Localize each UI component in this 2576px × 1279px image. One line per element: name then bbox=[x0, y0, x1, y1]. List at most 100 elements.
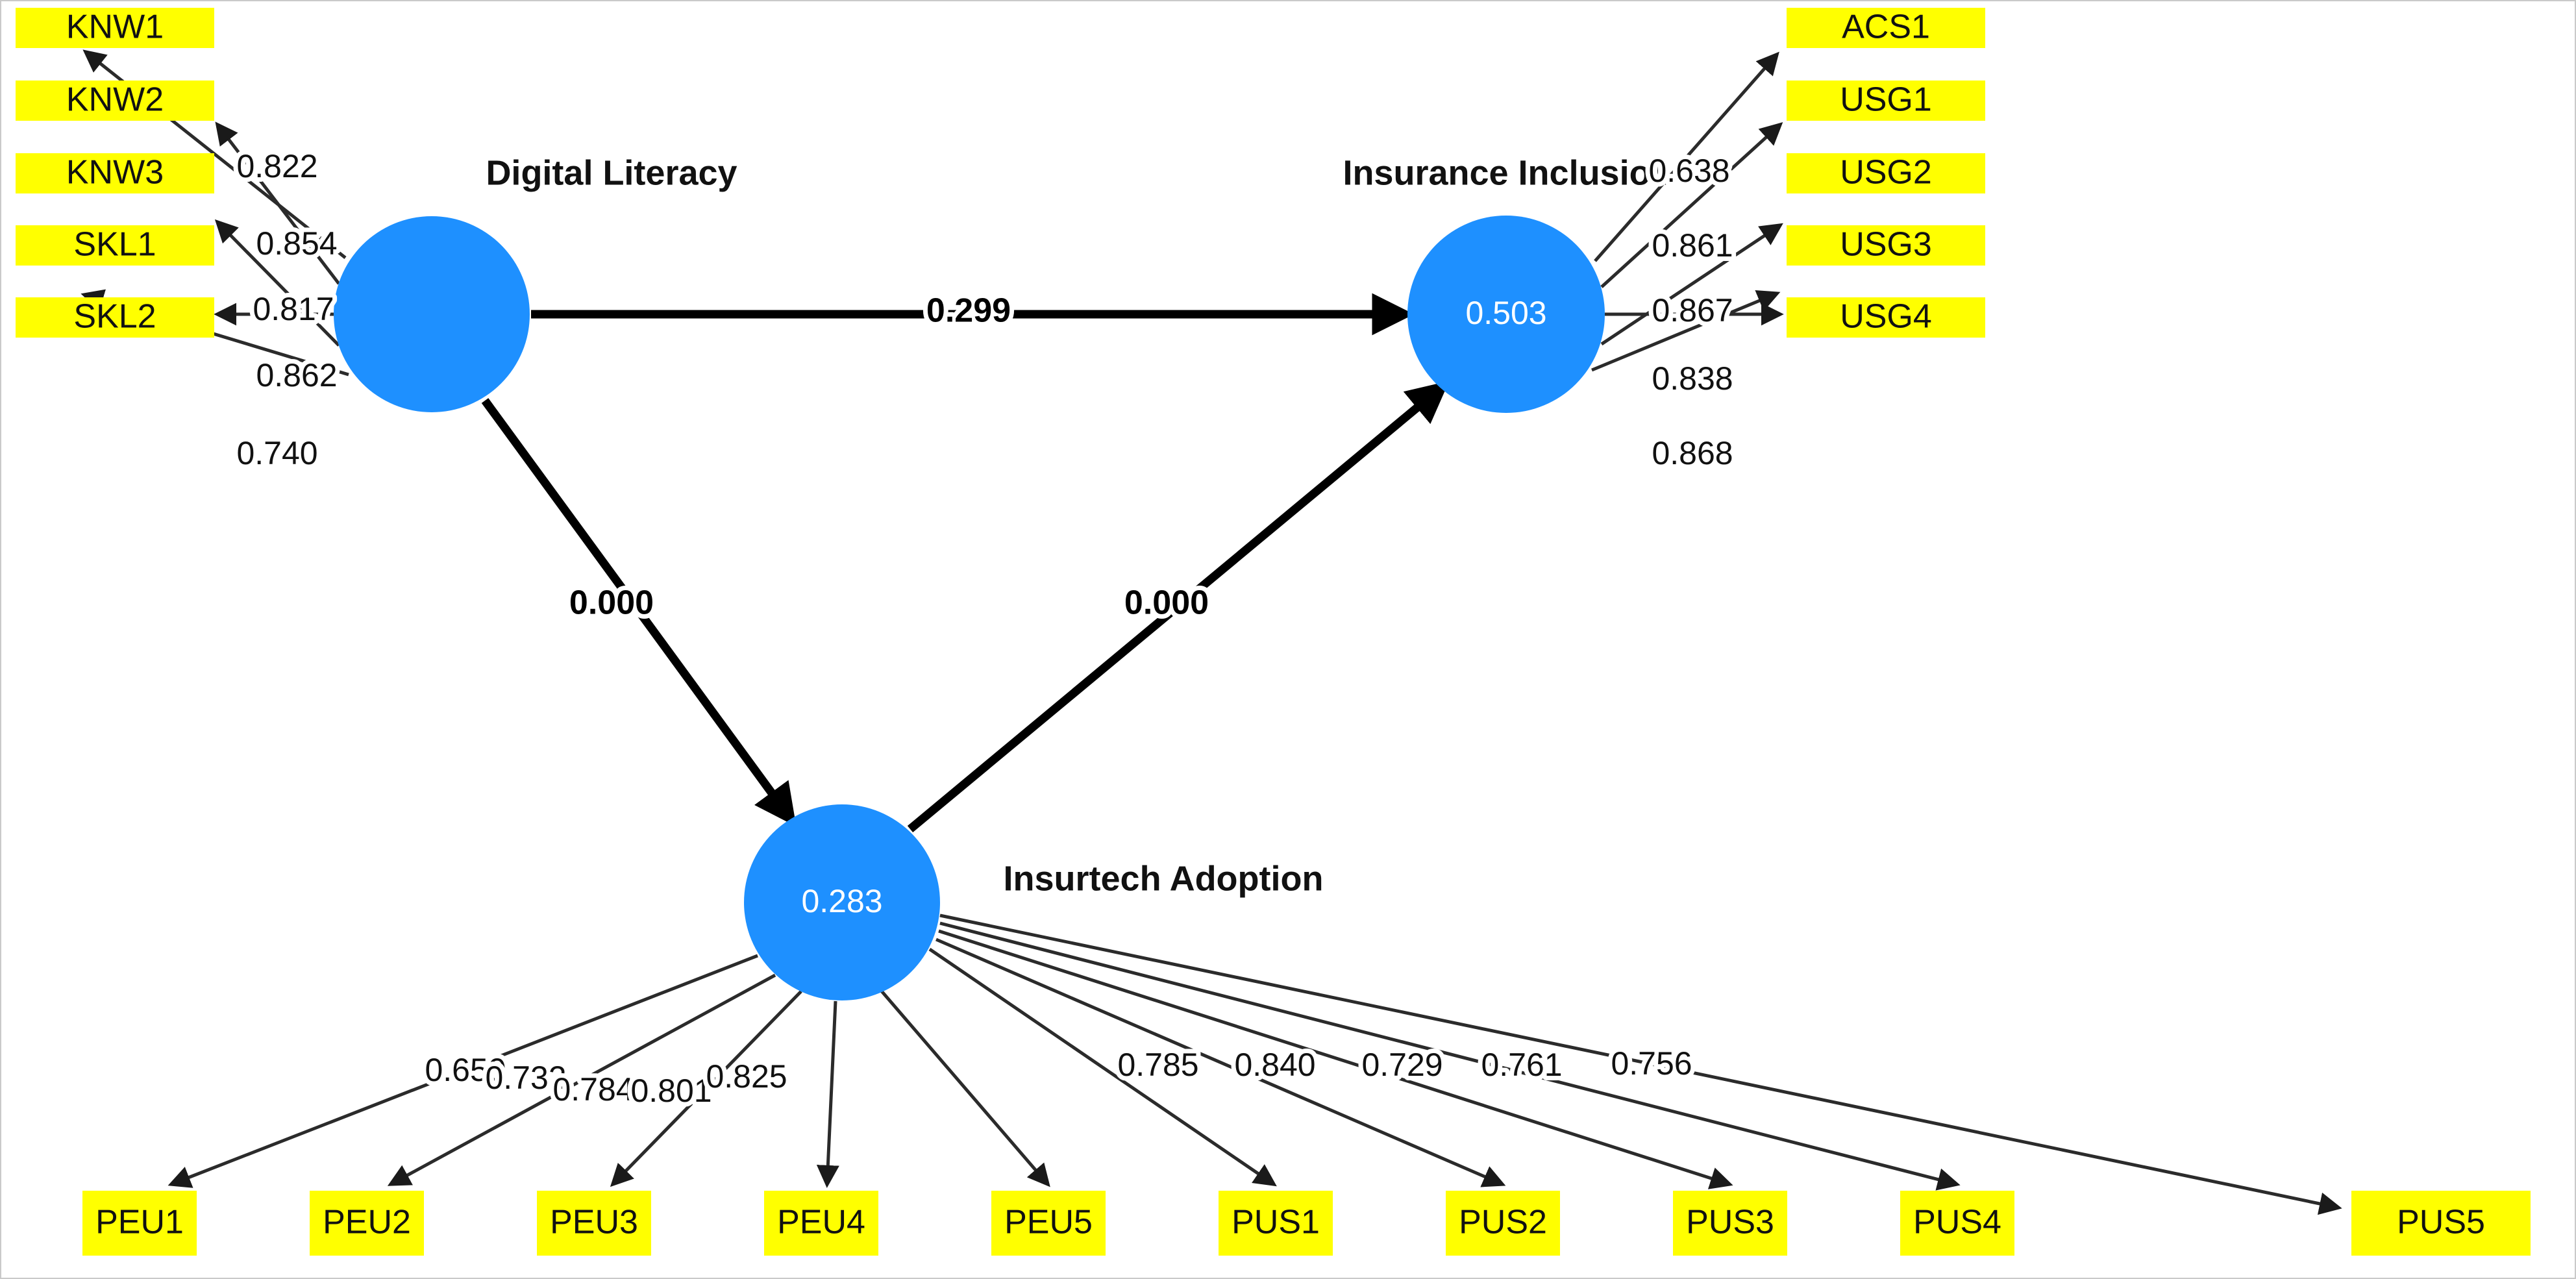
indicator-box-KNW3[interactable]: KNW3 bbox=[16, 153, 214, 193]
label-text: 0.868 bbox=[1652, 435, 1733, 471]
loading-edge-ACS1 bbox=[1594, 51, 1779, 262]
structural-edge-digital_literacy-to-insurtech_adoption bbox=[481, 398, 797, 827]
construct-insurance_inclusion[interactable]: 0.503 bbox=[1407, 216, 1605, 413]
loading-edge-PEU5 bbox=[878, 987, 1050, 1187]
loading-edge-PEU4 bbox=[816, 1000, 839, 1188]
loading-edge-PUS1 bbox=[928, 947, 1277, 1187]
label-text: 0.867 bbox=[1652, 292, 1733, 329]
label-halo: 0.825 bbox=[706, 1058, 787, 1095]
indicator-rect bbox=[1900, 1191, 2014, 1256]
indicator-box-KNW1[interactable]: KNW1 bbox=[16, 8, 214, 48]
indicator-box-SKL2[interactable]: SKL2 bbox=[16, 297, 214, 338]
indicator-box-PUS5[interactable]: PUS5 bbox=[2351, 1191, 2531, 1256]
construct-r2-value: 0.283 bbox=[801, 883, 882, 919]
indicator-box-USG4[interactable]: USG4 bbox=[1787, 297, 1985, 338]
label-halo: 0.868 bbox=[1652, 435, 1733, 471]
indicator-rect bbox=[16, 153, 214, 193]
indicator-rect bbox=[764, 1191, 878, 1256]
construct-r2-value: 0.503 bbox=[1465, 295, 1546, 331]
label-halo: 0.801 bbox=[630, 1073, 712, 1109]
indicator-box-ACS1[interactable]: ACS1 bbox=[1787, 8, 1985, 48]
indicator-box-PEU1[interactable]: PEU1 bbox=[82, 1191, 197, 1256]
indicator-box-PEU5[interactable]: PEU5 bbox=[991, 1191, 1106, 1256]
loading-edge-USG4 bbox=[1591, 290, 1781, 372]
indicator-box-USG3[interactable]: USG3 bbox=[1787, 225, 1985, 266]
indicator-rect bbox=[16, 8, 214, 48]
indicator-rect bbox=[1673, 1191, 1787, 1256]
indicator-rect bbox=[1787, 8, 1985, 48]
indicator-label: USG4 bbox=[1840, 298, 1932, 336]
loading-edge-KNW2 bbox=[215, 121, 340, 285]
indicator-box-USG2[interactable]: USG2 bbox=[1787, 153, 1985, 193]
indicator-rect bbox=[991, 1191, 1106, 1256]
label-halo: 0.756 bbox=[1611, 1045, 1692, 1082]
label-halo: 0.784 bbox=[552, 1071, 634, 1108]
indicator-label: USG2 bbox=[1840, 154, 1932, 192]
indicator-box-PEU2[interactable]: PEU2 bbox=[310, 1191, 424, 1256]
indicator-rect bbox=[16, 297, 214, 338]
loading-edge-PUS5 bbox=[939, 913, 2342, 1215]
indicator-rect bbox=[16, 81, 214, 121]
indicator-rect bbox=[1787, 81, 1985, 121]
indicator-rect bbox=[16, 225, 214, 266]
label-text: 0.784 bbox=[552, 1071, 634, 1108]
indicator-box-PUS1[interactable]: PUS1 bbox=[1219, 1191, 1333, 1256]
indicator-label: USG1 bbox=[1840, 81, 1932, 119]
label-text: 0.838 bbox=[1652, 360, 1733, 397]
indicator-box-PEU4[interactable]: PEU4 bbox=[764, 1191, 878, 1256]
indicator-label: PUS1 bbox=[1232, 1204, 1320, 1241]
label-halo: 0.732 bbox=[485, 1060, 566, 1096]
label-halo: 0.761 bbox=[1481, 1047, 1562, 1083]
construct-circle bbox=[334, 216, 530, 412]
loading-edge-USG3 bbox=[1600, 223, 1783, 346]
label-text: 0.756 bbox=[1611, 1045, 1692, 1082]
construct-circle bbox=[744, 804, 940, 1000]
label-halo: 0.840 bbox=[1234, 1047, 1315, 1083]
label-halo: 0.862 bbox=[256, 357, 337, 393]
structural-path-edges bbox=[481, 293, 1450, 832]
indicator-box-KNW2[interactable]: KNW2 bbox=[16, 81, 214, 121]
indicator-label: PUS4 bbox=[1913, 1204, 2001, 1241]
construct-insurtech_adoption[interactable]: 0.283 bbox=[744, 804, 940, 1000]
indicator-rect bbox=[82, 1191, 197, 1256]
indicator-box-PUS3[interactable]: PUS3 bbox=[1673, 1191, 1787, 1256]
indicator-label: PEU5 bbox=[1004, 1204, 1093, 1241]
indicator-rect bbox=[537, 1191, 651, 1256]
indicator-label: USG3 bbox=[1840, 226, 1932, 264]
label-halo: 0.299 bbox=[926, 292, 1011, 330]
indicator-box-SKL1[interactable]: SKL1 bbox=[16, 225, 214, 266]
indicator-label: KNW2 bbox=[66, 81, 164, 119]
construct-title-digital_literacy: Digital Literacy bbox=[486, 153, 737, 192]
label-text: 0.740 bbox=[236, 435, 317, 471]
indicator-rect bbox=[2351, 1191, 2531, 1256]
label-halo: 0.861 bbox=[1652, 227, 1733, 264]
indicator-box-PUS2[interactable]: PUS2 bbox=[1446, 1191, 1560, 1256]
indicator-label: PEU2 bbox=[323, 1204, 411, 1241]
indicator-box-PEU3[interactable]: PEU3 bbox=[537, 1191, 651, 1256]
indicator-label: PEU4 bbox=[777, 1204, 865, 1241]
label-halo: 0.000 bbox=[569, 584, 654, 622]
label-halo: 0.000 bbox=[1124, 584, 1209, 622]
label-text: 0.801 bbox=[630, 1073, 712, 1109]
loading-edge-PEU2 bbox=[387, 973, 776, 1186]
construct-circles: 0.503 0.283 bbox=[334, 216, 1605, 1000]
indicator-box-PUS4[interactable]: PUS4 bbox=[1900, 1191, 2014, 1256]
indicator-box-USG1[interactable]: USG1 bbox=[1787, 81, 1985, 121]
label-text: 0.650 bbox=[425, 1052, 506, 1088]
construct-digital_literacy[interactable] bbox=[334, 216, 530, 412]
